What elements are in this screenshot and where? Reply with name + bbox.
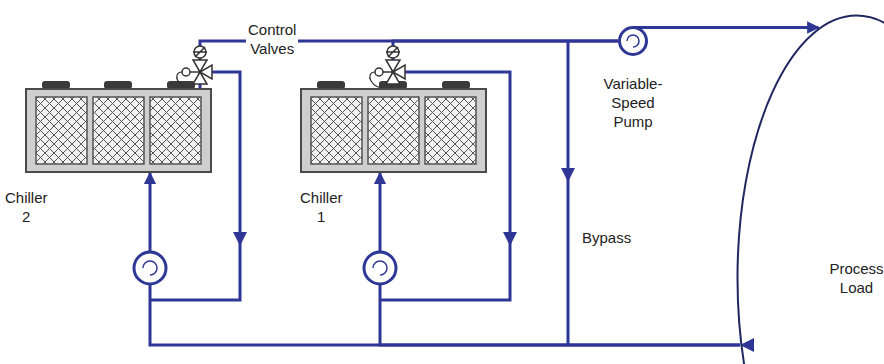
label-holder: Control Valves bbox=[246, 20, 298, 58]
pump-symbol bbox=[364, 252, 396, 284]
pump-impeller bbox=[627, 35, 639, 47]
check-valve bbox=[194, 46, 206, 58]
coil-panel bbox=[150, 97, 201, 164]
pump-impeller bbox=[373, 261, 387, 275]
pump-label: Variable-Speed Pump bbox=[604, 74, 663, 131]
pump-impeller bbox=[143, 261, 157, 275]
chiller-outline bbox=[302, 90, 485, 171]
flow-arrow bbox=[503, 232, 517, 246]
pump-symbol bbox=[620, 28, 647, 55]
chiller-label: Chiller 2 bbox=[5, 188, 48, 226]
variable-speed-pump: Variable-Speed Pump bbox=[618, 26, 648, 56]
valve-stem bbox=[190, 71, 200, 73]
text-holder: Chiller 2 bbox=[5, 188, 48, 226]
valve-label: Control Valves bbox=[246, 20, 298, 58]
flow-arrows bbox=[233, 168, 754, 352]
sensor-line bbox=[370, 72, 389, 89]
valve-actuator bbox=[182, 68, 190, 76]
label-holder: Bypass bbox=[582, 228, 631, 247]
chiller-unit: Chiller 1 bbox=[300, 88, 487, 173]
coil-panel bbox=[368, 97, 419, 164]
flow-arrow bbox=[561, 168, 575, 182]
bypass-pipe bbox=[567, 41, 570, 345]
load-outline bbox=[738, 16, 884, 364]
pump-outlet bbox=[633, 26, 648, 29]
check-valve bbox=[387, 46, 399, 58]
coil-panel bbox=[311, 97, 362, 164]
pipe-connector bbox=[150, 173, 740, 345]
coil-panel bbox=[425, 97, 476, 164]
coil-panel bbox=[36, 97, 87, 164]
sensor-line bbox=[177, 72, 196, 89]
valve-actuator bbox=[375, 68, 383, 76]
process-load: Process Load bbox=[736, 14, 884, 364]
text-holder: Chiller 1 bbox=[300, 188, 343, 226]
pipe-connector bbox=[380, 173, 740, 345]
text-holder: Variable-Speed Pump bbox=[604, 74, 663, 131]
chiller-outline bbox=[27, 90, 210, 171]
pump-outline bbox=[618, 26, 648, 56]
pump-symbol bbox=[134, 252, 166, 284]
check-valve-mark bbox=[386, 47, 400, 57]
pipe-connector bbox=[648, 26, 818, 29]
ellipse-outline bbox=[736, 14, 884, 364]
chiller-unit: Chiller 2 bbox=[25, 88, 212, 173]
valve-stem bbox=[383, 71, 393, 73]
text-holder: Process Load bbox=[736, 14, 884, 364]
check-valve-mark bbox=[193, 47, 207, 57]
pipe-connector bbox=[393, 41, 618, 88]
flow-arrow bbox=[233, 232, 247, 246]
pipes bbox=[150, 41, 568, 345]
chiller-pumps bbox=[134, 252, 396, 284]
bypass-label: Bypass bbox=[582, 228, 631, 247]
load-label: Process Load bbox=[829, 259, 883, 297]
coil-panel bbox=[93, 97, 144, 164]
chiller-label: Chiller 1 bbox=[300, 188, 343, 226]
